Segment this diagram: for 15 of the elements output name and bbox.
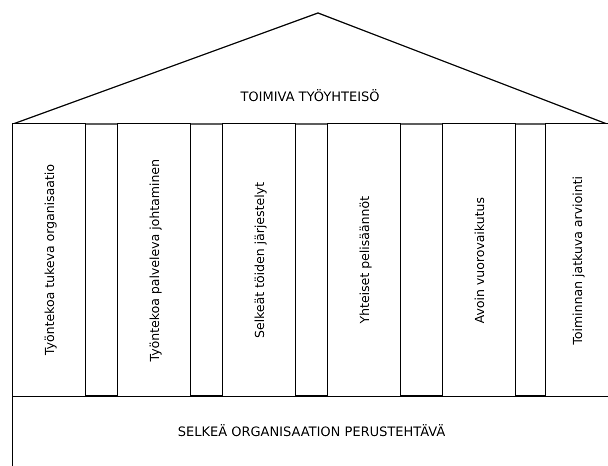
heading: SELKEÄ ORGANISAATION PERUSTEHTÄVÄ (178, 425, 446, 440)
pillar-label: Yhteiset pelisäännöt (356, 196, 372, 324)
pillar-label: Työntekoa tukeva organisaatio (42, 164, 56, 356)
pillar (222, 123, 296, 397)
roof-triangle (12, 12, 608, 125)
pillar-label: Selkeät töiden järjestelyt (252, 182, 266, 338)
pillar-label: Toiminnan jatkuva arviointi (570, 176, 584, 344)
pillar (12, 123, 86, 397)
pillar (545, 123, 608, 397)
pillar (117, 123, 191, 397)
pillar-label: Työntekoa palveleva johtaminen (146, 158, 162, 362)
pillar (442, 123, 516, 397)
pillar (327, 123, 401, 397)
pillar-label: Avoin vuorovaikutus (472, 196, 486, 324)
heading: TOIMIVA TYÖYHTEISÖ (239, 90, 381, 105)
